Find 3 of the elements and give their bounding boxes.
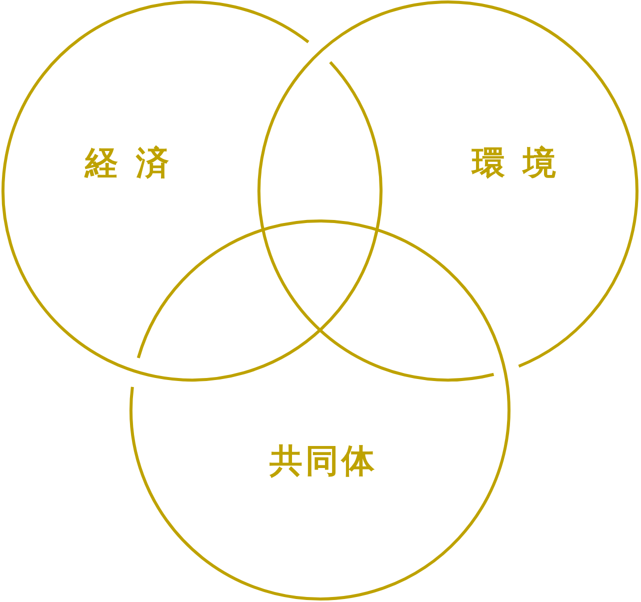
circle-label: 環境 [472, 146, 556, 178]
circle-label: 共同体 [270, 444, 374, 476]
circle-label: 経済 [85, 146, 169, 178]
